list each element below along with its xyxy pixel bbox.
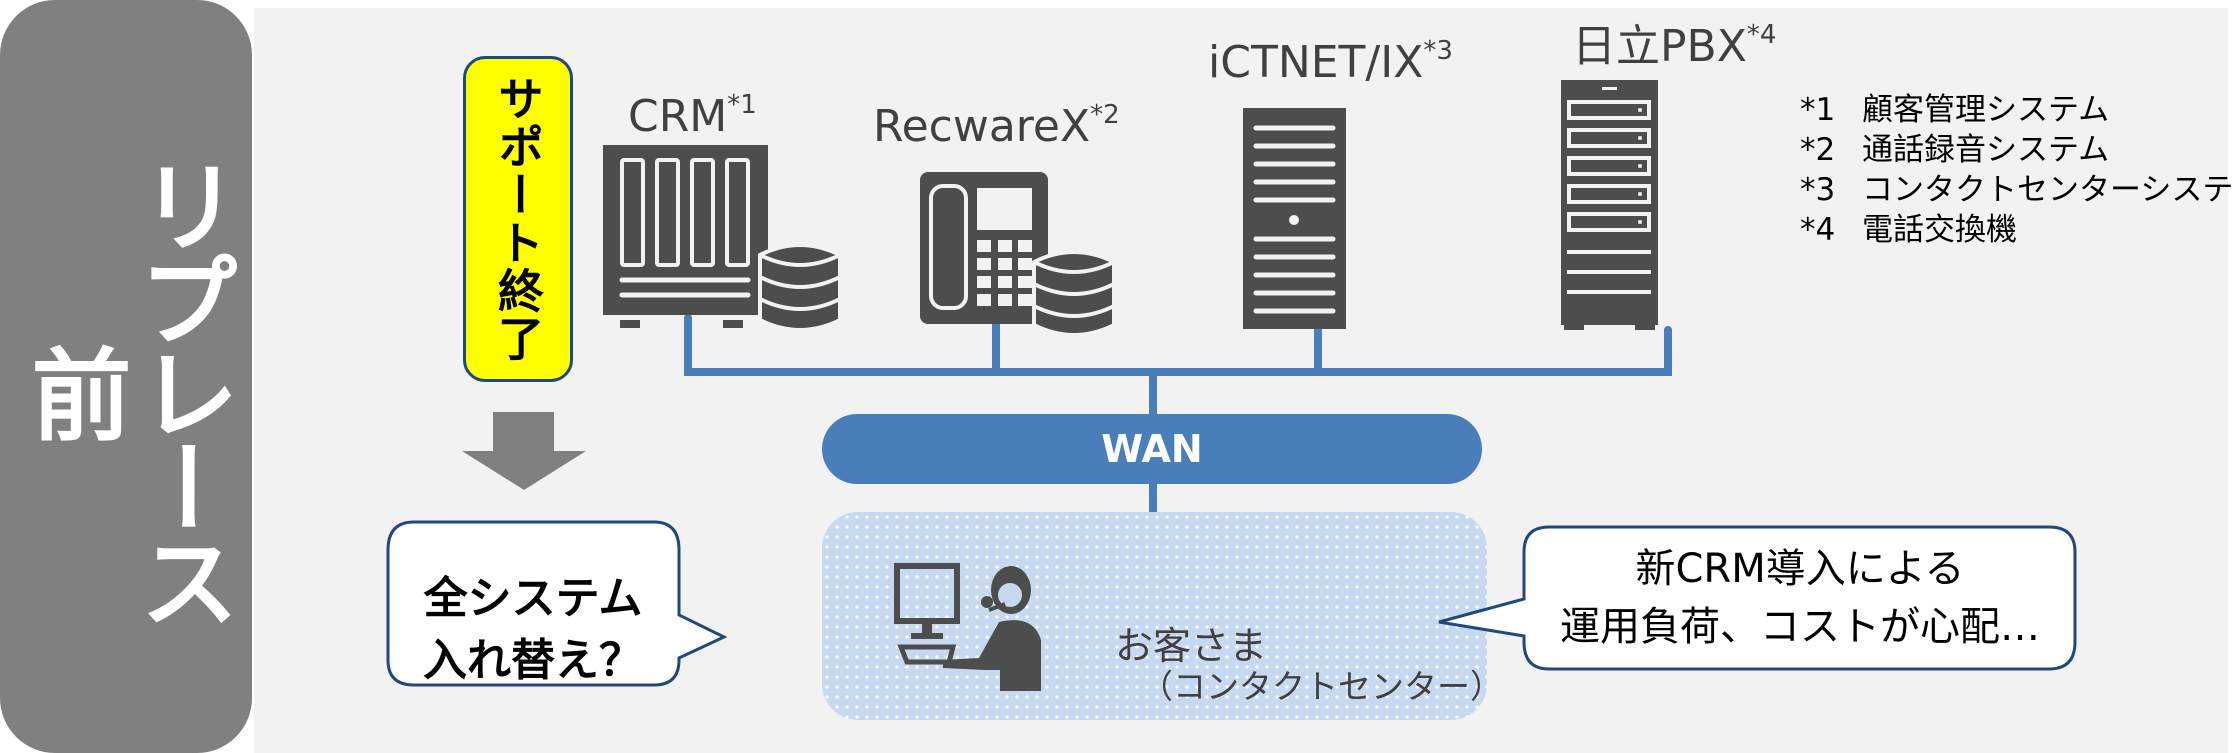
footnote-2: *2 通話録音システム bbox=[1800, 130, 2233, 170]
footnote-1: *1 顧客管理システム bbox=[1800, 90, 2233, 130]
footnote-3: *3 コンタクトセンターシステム bbox=[1800, 170, 2233, 210]
left-bubble-line1: 全システム bbox=[423, 573, 643, 624]
left-bubble-text: 全システム 入れ替え？ bbox=[386, 568, 680, 692]
ictnet-label: iCTNET/IX*3 bbox=[1208, 38, 1453, 85]
tower-server-icon bbox=[1243, 108, 1346, 329]
footnote-mark: *2 bbox=[1800, 132, 1836, 168]
operator-at-computer-icon bbox=[894, 563, 1041, 691]
footnote-text: 通話録音システム bbox=[1862, 132, 2110, 168]
wan-cloud: WAN bbox=[822, 414, 1482, 484]
side-panel bbox=[0, 0, 252, 753]
right-bubble-text: 新CRM導入による 運用負荷、コストが心配… bbox=[1525, 540, 2075, 656]
ictnet-mark: *3 bbox=[1423, 36, 1453, 66]
right-bubble-line1: 新CRM導入による bbox=[1635, 546, 1965, 592]
footnote-mark: *1 bbox=[1800, 92, 1836, 128]
recwarex-label: RecwareX*2 bbox=[873, 102, 1120, 149]
support-end-label: サポート終了 bbox=[491, 75, 545, 363]
ictnet-name: iCTNET/IX bbox=[1208, 37, 1424, 88]
customer-name: お客さま bbox=[1115, 624, 1268, 668]
recwarex-mark: *2 bbox=[1090, 100, 1120, 130]
pbx-label: 日立PBX*4 bbox=[1572, 22, 1776, 69]
footnote-mark: *3 bbox=[1800, 172, 1836, 208]
nas-server-with-database-icon bbox=[603, 145, 842, 332]
recwarex-name: RecwareX bbox=[873, 101, 1091, 152]
footnote-text: コンタクトセンターシステム bbox=[1862, 172, 2233, 208]
support-end-badge bbox=[463, 56, 573, 382]
rack-server-icon bbox=[1561, 80, 1658, 330]
customer-subtitle: （コンタクトセンター） bbox=[1140, 667, 1503, 706]
crm-name: CRM bbox=[628, 91, 728, 142]
down-arrow-icon bbox=[462, 412, 586, 490]
lan-bus-line bbox=[684, 314, 1672, 376]
left-bubble-line2: 入れ替え？ bbox=[423, 635, 643, 686]
left-speech-bubble bbox=[386, 520, 728, 687]
footnote-4: *4 電話交換機 bbox=[1800, 210, 2233, 250]
pbx-name: 日立PBX bbox=[1572, 21, 1747, 72]
right-speech-bubble bbox=[1438, 525, 2077, 671]
right-bubble-line2: 運用負荷、コストが心配… bbox=[1560, 604, 2040, 650]
footnotes: *1 顧客管理システム *2 通話録音システム *3 コンタクトセンターシステム *4… bbox=[1800, 90, 2233, 250]
pbx-mark: *4 bbox=[1746, 20, 1777, 50]
footnote-mark: *4 bbox=[1800, 212, 1836, 248]
side-panel-title: リプレース前 bbox=[14, 155, 239, 625]
crm-mark: *1 bbox=[727, 90, 757, 120]
wan-label: WAN bbox=[1101, 427, 1203, 471]
footnote-text: 電話交換機 bbox=[1862, 212, 2017, 248]
desk-phone-with-database-icon bbox=[920, 172, 1116, 337]
customer-area bbox=[822, 512, 1487, 720]
footnote-text: 顧客管理システム bbox=[1862, 92, 2110, 128]
crm-label: CRM*1 bbox=[628, 92, 757, 139]
